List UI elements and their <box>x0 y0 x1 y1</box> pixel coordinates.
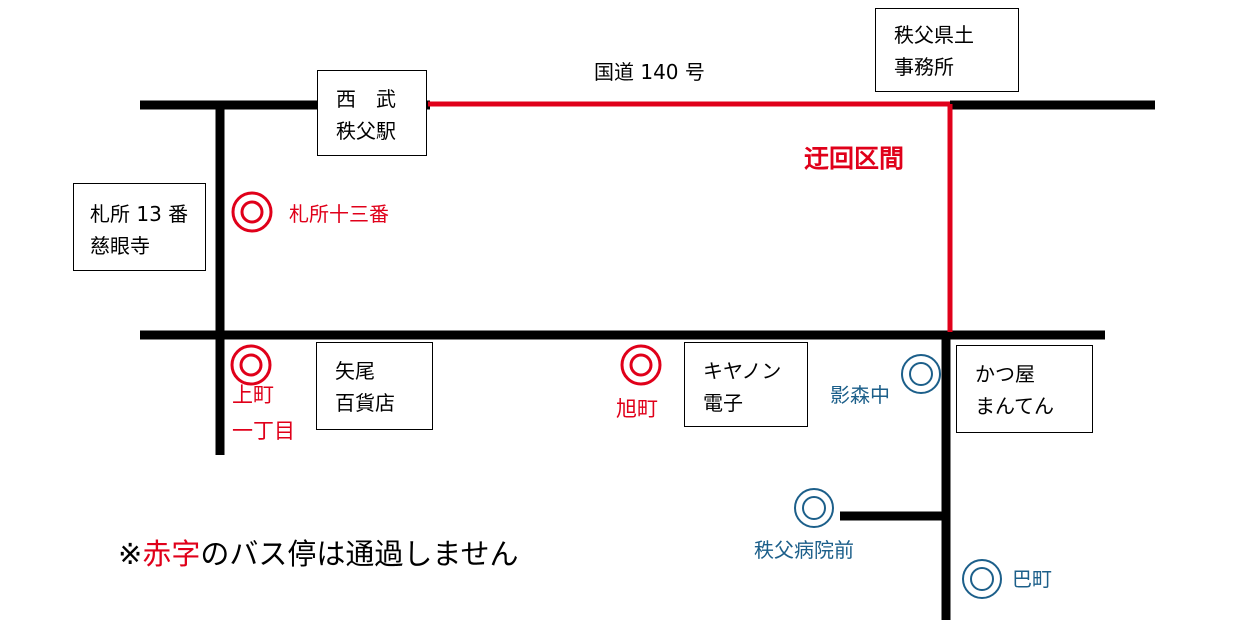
landmark-line: かつ屋 <box>975 362 1035 386</box>
landmark-line: 札所 13 番 <box>90 202 189 226</box>
stop-marker-fudasho13 <box>231 191 273 233</box>
landmark-line: 電子 <box>703 391 743 415</box>
landmark-line: 事務所 <box>894 55 954 79</box>
footnote-rest: のバス停は通過しません <box>200 537 519 571</box>
landmark-kendo-office: 秩父県土 事務所 <box>875 8 1019 92</box>
detour-label: 迂回区間 <box>804 144 905 173</box>
footnote: ※赤字のバス停は通過しません <box>118 540 518 569</box>
stop-marker-asahimachi <box>620 344 662 386</box>
stop-label-asahimachi: 旭町 <box>616 397 658 421</box>
stop-marker-kamimachi <box>230 344 272 386</box>
stop-label-kagemorinaka: 影森中 <box>830 383 890 407</box>
stop-marker-kagemorinaka <box>901 354 941 394</box>
landmark-yao-department-store: 矢尾 百貨店 <box>316 342 433 430</box>
footnote-highlight: 赤字 <box>142 537 201 571</box>
landmark-line: まんてん <box>975 394 1054 418</box>
landmark-line: 百貨店 <box>335 391 395 415</box>
landmark-line: キヤノン <box>703 359 782 383</box>
stop-label-kamimachi-line1: 上町 <box>232 383 274 407</box>
landmark-line: 慈眼寺 <box>90 234 150 258</box>
landmark-line: 秩父駅 <box>336 119 396 143</box>
road-label-route140: 国道 140 号 <box>594 60 705 84</box>
landmark-line: 西 武 <box>336 87 396 111</box>
stop-label-kamimachi-line2: 一丁目 <box>232 419 295 443</box>
landmark-canon-electronics: キヤノン 電子 <box>684 342 808 427</box>
stop-marker-tomoemachi <box>962 559 1002 599</box>
stop-label-tomoemachi: 巴町 <box>1012 567 1052 591</box>
landmark-fudasho-13-jigenji: 札所 13 番 慈眼寺 <box>73 183 206 271</box>
landmark-line: 矢尾 <box>335 359 375 383</box>
footnote-prefix: ※ <box>118 537 143 571</box>
landmark-line: 秩父県土 <box>894 23 974 47</box>
stop-marker-hospital <box>794 488 834 528</box>
landmark-katsuya-manten: かつ屋 まんてん <box>956 345 1093 433</box>
stop-label-hospital: 秩父病院前 <box>754 538 854 562</box>
landmark-seibu-chichibu-station: 西 武 秩父駅 <box>317 70 427 156</box>
stop-label-fudasho13: 札所十三番 <box>289 202 389 226</box>
